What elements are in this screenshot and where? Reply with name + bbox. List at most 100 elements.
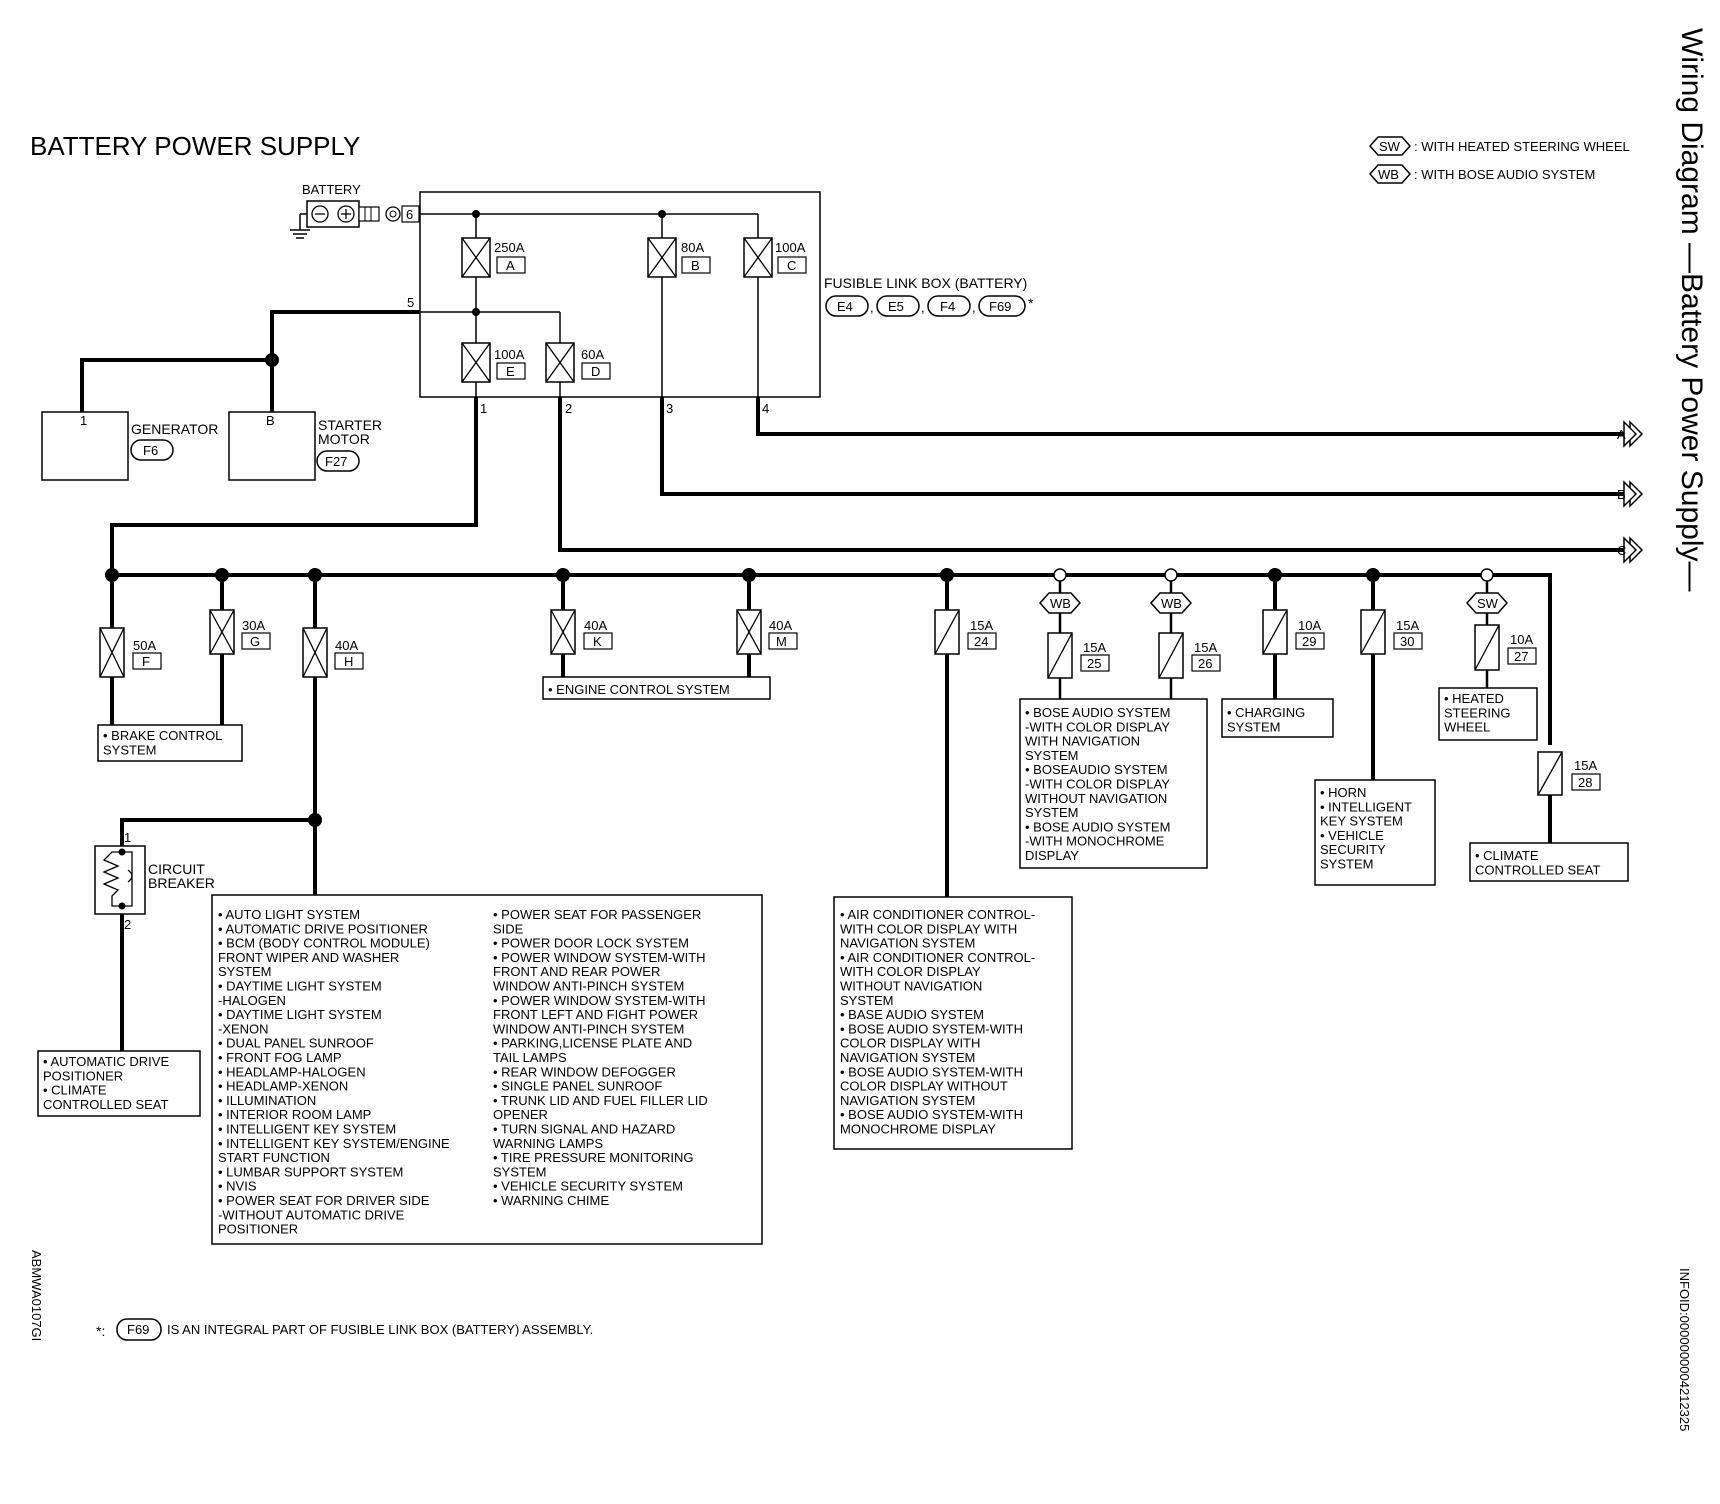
fuse-h-rating: 40A — [335, 638, 358, 653]
h_col1-system-line: START FUNCTION — [218, 1150, 330, 1165]
h_col1-system-line: • INTELLIGENT KEY SYSTEM — [218, 1122, 396, 1137]
bose-system-line: • BOSE AUDIO SYSTEM — [1025, 819, 1170, 834]
h_col1-system-line: • AUTO LIGHT SYSTEM — [218, 907, 360, 922]
h_col2-system-line: SYSTEM — [493, 1164, 546, 1179]
h_col2-system-line: SIDE — [493, 921, 524, 936]
brake-system-list: • BRAKE CONTROL SYSTEM — [103, 728, 222, 757]
horn-system-line: SYSTEM — [1320, 857, 1373, 872]
h_col1-system-line: • NVIS — [218, 1179, 257, 1194]
horn-system-line: SECURITY — [1320, 842, 1386, 857]
option-splices — [1053, 568, 1494, 582]
flb-label: FUSIBLE LINK BOX (BATTERY) — [824, 275, 1027, 291]
fuse-30-number: 30 — [1400, 634, 1414, 649]
h_col2-system-line: • REAR WINDOW DEFOGGER — [493, 1064, 676, 1079]
h_col1-system-line: • DUAL PANEL SUNROOF — [218, 1036, 374, 1051]
fuse-24: 15A 24 — [934, 609, 997, 655]
h_col1-system-line: • INTELLIGENT KEY SYSTEM/ENGINE — [218, 1136, 450, 1151]
starter-terminal: B — [266, 413, 275, 428]
starter-motor: B STARTER MOTOR F27 — [228, 411, 382, 481]
h_col2-system-line: • WARNING CHIME — [493, 1193, 609, 1208]
f24-system-list: • AIR CONDITIONER CONTROL- WITH COLOR DI… — [840, 907, 1035, 1137]
heated-system-line: • HEATED — [1444, 691, 1504, 706]
h_col2-system-line: • TURN SIGNAL AND HAZARD — [493, 1122, 675, 1137]
h_col2-system-line: FRONT AND REAR POWER — [493, 964, 660, 979]
fuse-25-rating: 15A — [1083, 640, 1106, 655]
battery: BATTERY 6 — [290, 182, 420, 239]
generator: 1 GENERATOR F6 — [41, 411, 218, 481]
h_col1-system-line: • INTERIOR ROOM LAMP — [218, 1107, 371, 1122]
cb-system-line: POSITIONER — [43, 1068, 123, 1083]
h_col1-system-line: • BCM (BODY CONTROL MODULE) — [218, 936, 430, 951]
battery-label: BATTERY — [302, 182, 361, 197]
flb-connector-e5: E5 — [888, 299, 904, 314]
info-id: INFOID:0000000004212325 — [1677, 1268, 1692, 1431]
footnote-text: IS AN INTEGRAL PART OF FUSIBLE LINK BOX … — [167, 1322, 593, 1337]
climate-box — [1469, 842, 1629, 882]
heated-system-line: STEERING — [1444, 705, 1510, 720]
option-tag-27: SW — [1477, 596, 1499, 611]
fusible-link-c: 100A C — [743, 237, 807, 278]
horn-system-list: • HORN• INTELLIGENT KEY SYSTEM• VEHICLE … — [1320, 785, 1412, 872]
horn-box — [1314, 779, 1436, 886]
f24-system-line: • BOSE AUDIO SYSTEM-WITH — [840, 1064, 1023, 1079]
h_col1-system-line: • HEADLAMP-XENON — [218, 1079, 348, 1094]
circuit-breaker: 1 2 CIRCUIT BREAKER — [94, 830, 215, 932]
flb-connectors: E4 , E5 , F4 , F69 * — [825, 295, 1034, 317]
f24-system-line: • AIR CONDITIONER CONTROL- — [840, 907, 1035, 922]
fuse-m: 40A M — [736, 609, 798, 655]
flb-output-1: 1 — [480, 401, 487, 416]
fuse-f-rating: 50A — [133, 638, 156, 653]
fusible-link-d-letter: D — [591, 364, 600, 379]
f24-system-line: WITH COLOR DISPLAY — [840, 964, 981, 979]
starter-label-1: STARTER — [318, 417, 382, 433]
brake-box — [97, 724, 243, 762]
h_col2-system-line: • POWER SEAT FOR PASSENGER — [493, 907, 701, 922]
legend-sw-code: SW — [1379, 139, 1401, 154]
cb-label-1: CIRCUIT — [148, 861, 205, 877]
fusible-link-d: 60A D — [545, 342, 611, 383]
fuse-27-rating: 10A — [1510, 632, 1533, 647]
h_col2-system-line: • VEHICLE SECURITY SYSTEM — [493, 1179, 683, 1194]
engine-system-line: • ENGINE CONTROL SYSTEM — [548, 682, 730, 697]
bose-system-line: WITHOUT NAVIGATION — [1025, 791, 1167, 806]
h_col1-system-line: • POWER SEAT FOR DRIVER SIDE — [218, 1193, 430, 1208]
f24-system-line: • AIR CONDITIONER CONTROL- — [840, 950, 1035, 965]
bose-system-line: SYSTEM — [1025, 748, 1078, 763]
bose-system-line: -WITH COLOR DISPLAY — [1025, 719, 1170, 734]
bose-system-line: -WITH COLOR DISPLAY — [1025, 777, 1170, 792]
h_col1-system-line: • DAYTIME LIGHT SYSTEM — [218, 1007, 382, 1022]
h_col1-system-line: • HEADLAMP-HALOGEN — [218, 1064, 366, 1079]
bose-system-line: • BOSEAUDIO SYSTEM — [1025, 762, 1168, 777]
f24-system-line: MONOCHROME DISPLAY — [840, 1122, 996, 1137]
bose-system-line: DISPLAY — [1025, 848, 1079, 863]
fuse-29-rating: 10A — [1298, 618, 1321, 633]
heated-system-line: WHEEL — [1444, 720, 1490, 735]
cb-system-line: • AUTOMATIC DRIVE — [43, 1054, 169, 1069]
f24-system-line: WITH COLOR DISPLAY WITH — [840, 921, 1017, 936]
generator-label: GENERATOR — [131, 421, 218, 437]
f24-system-line: • BOSE AUDIO SYSTEM-WITH — [840, 1107, 1023, 1122]
starter-label-2: MOTOR — [318, 431, 370, 447]
bose-system-line: -WITH MONOCHROME — [1025, 834, 1165, 849]
fuse-29-number: 29 — [1302, 634, 1316, 649]
fuse-27-number: 27 — [1514, 649, 1528, 664]
charging-system-list: • CHARGING SYSTEM — [1227, 705, 1305, 734]
heated-box — [1438, 687, 1538, 741]
h_col1-system-line: • DAYTIME LIGHT SYSTEM — [218, 979, 382, 994]
svg-text:,: , — [870, 300, 874, 315]
fusible-link-c-letter: C — [787, 258, 796, 273]
engine-system-list: • ENGINE CONTROL SYSTEM — [548, 682, 730, 697]
legend-sw-text: : WITH HEATED STEERING WHEEL — [1414, 139, 1630, 154]
h-box — [211, 894, 763, 1245]
option-tag-26: WB — [1161, 596, 1182, 611]
h_col2-system-line: OPENER — [493, 1107, 548, 1122]
battery-terminal: 6 — [406, 207, 413, 222]
option-tags: WB WB SW — [1038, 592, 1509, 614]
bose-system-line: SYSTEM — [1025, 805, 1078, 820]
h_col2-system-line: • PARKING,LICENSE PLATE AND — [493, 1036, 692, 1051]
fuse-30-rating: 15A — [1396, 618, 1419, 633]
fuse-30: 15A 30 — [1360, 609, 1423, 655]
bose-system-line: • BOSE AUDIO SYSTEM — [1025, 705, 1170, 720]
output-arrows: A B C — [1617, 420, 1644, 564]
fuse-27: 10A 27 — [1474, 624, 1537, 671]
